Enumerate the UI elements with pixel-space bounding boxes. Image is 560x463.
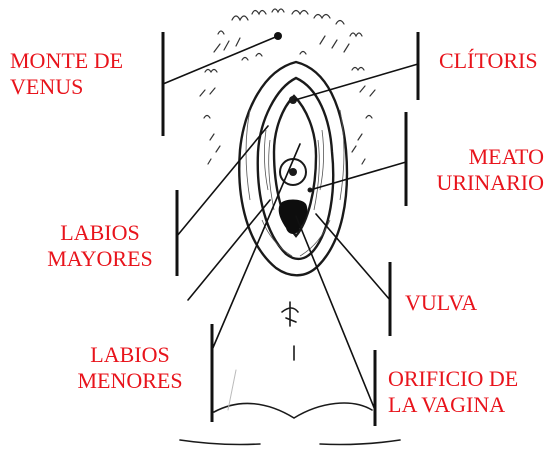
label-labios-menores: LABIOS MENORES [60, 342, 200, 394]
label-monte-de-venus: MONTE DE VENUS [10, 48, 123, 100]
label-labios-menores-line1: LABIOS [60, 342, 200, 368]
label-labios-mayores-line2: MAYORES [30, 246, 170, 272]
label-meato-urinario-line2: URINARIO [424, 170, 544, 196]
label-vulva: VULVA [405, 290, 477, 316]
label-clitoris: CLÍTORIS [439, 48, 538, 74]
label-monte-de-venus-line1: MONTE DE [10, 48, 123, 74]
label-clitoris-line1: CLÍTORIS [439, 48, 538, 74]
label-labios-menores-line2: MENORES [60, 368, 200, 394]
label-orificio-de-la-vagina: ORIFICIO DE LA VAGINA [388, 366, 518, 418]
label-monte-de-venus-line2: VENUS [10, 74, 123, 100]
label-meato-urinario: MEATO URINARIO [424, 144, 544, 196]
label-labios-mayores-line1: LABIOS [30, 220, 170, 246]
label-meato-urinario-line1: MEATO [424, 144, 544, 170]
label-vulva-line1: VULVA [405, 290, 477, 316]
label-labios-mayores: LABIOS MAYORES [30, 220, 170, 272]
label-orificio-de-la-vagina-line1: ORIFICIO DE [388, 366, 518, 392]
label-orificio-de-la-vagina-line2: LA VAGINA [388, 392, 518, 418]
